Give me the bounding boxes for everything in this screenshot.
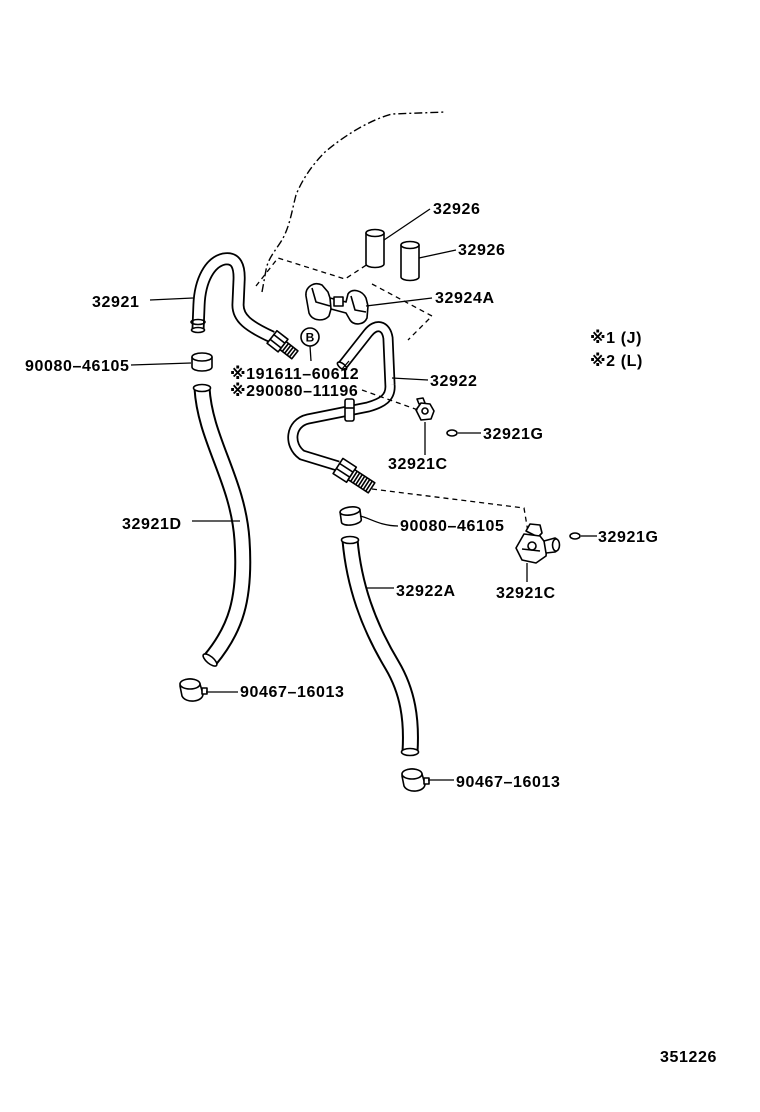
- leader-line: [130, 362, 192, 366]
- union-fitting: [515, 523, 561, 564]
- engine-outline: [261, 111, 447, 293]
- o-ring: [569, 532, 581, 540]
- left-hose: [192, 383, 252, 667]
- part-label-upper-hose: 32921: [92, 294, 140, 311]
- leader-line: [341, 360, 350, 370]
- leader-line: [365, 297, 433, 307]
- part-label-left-hose: 32921D: [122, 516, 182, 533]
- leader-lines: [130, 208, 597, 781]
- o-ring: [446, 429, 458, 437]
- bracket: [305, 282, 369, 325]
- illustration-number: 351226: [660, 1049, 717, 1066]
- leader-line: [391, 377, 429, 381]
- upper-hose: [190, 252, 275, 343]
- part-label-oring-upper: 32921G: [483, 426, 544, 443]
- part-label-bolt-note-1: ※191611–60612: [230, 365, 359, 383]
- pipe-clip: [344, 398, 355, 422]
- leader-line: [361, 389, 419, 411]
- part-label-sleeve-top: 32926: [433, 201, 481, 218]
- part-label-union-lower: 32921C: [496, 585, 556, 602]
- part-label-clamp-upper-left: 90080–46105: [25, 358, 129, 375]
- leader-line: [149, 297, 194, 301]
- hose-clamp: [191, 352, 213, 372]
- part-label-bolt-note-2: ※290080–11196: [230, 382, 358, 400]
- dashed-guide-line: [371, 283, 434, 341]
- part-label-bracket: 32924A: [435, 290, 495, 307]
- part-label-union-upper: 32921C: [388, 456, 448, 473]
- threaded-fitting: [266, 329, 299, 360]
- dashed-guide-line: [371, 488, 529, 533]
- part-label-lower-hose: 32922A: [396, 583, 456, 600]
- leader-line: [383, 208, 431, 241]
- leader-line: [418, 249, 457, 259]
- leader-line: [309, 345, 312, 362]
- part-label-clamp-lower: 90080–46105: [400, 518, 504, 535]
- marker-b-letter: B: [306, 331, 315, 345]
- marker-b: B: [300, 327, 320, 362]
- leader-line: [359, 515, 399, 527]
- band-clamp: [401, 768, 430, 792]
- pipe: [287, 321, 396, 472]
- sleeve: [365, 228, 385, 269]
- hose-clamp: [339, 506, 363, 526]
- sleeve: [400, 240, 420, 282]
- part-label-band-clamp-left: 90467–16013: [240, 684, 344, 701]
- union-fitting: [415, 397, 435, 421]
- dashed-guide-line: [255, 257, 372, 287]
- lower-hose: [340, 535, 420, 757]
- threaded-fitting: [332, 457, 376, 494]
- band-clamp: [179, 678, 208, 702]
- note-label-2: ※2 (L): [590, 352, 643, 370]
- part-label-sleeve-second: 32926: [458, 242, 506, 259]
- part-label-oring-lower: 32921G: [598, 529, 659, 546]
- part-label-band-clamp-lower: 90467–16013: [456, 774, 560, 791]
- note-label-1: ※1 (J): [590, 329, 642, 347]
- part-label-pipe: 32922: [430, 373, 478, 390]
